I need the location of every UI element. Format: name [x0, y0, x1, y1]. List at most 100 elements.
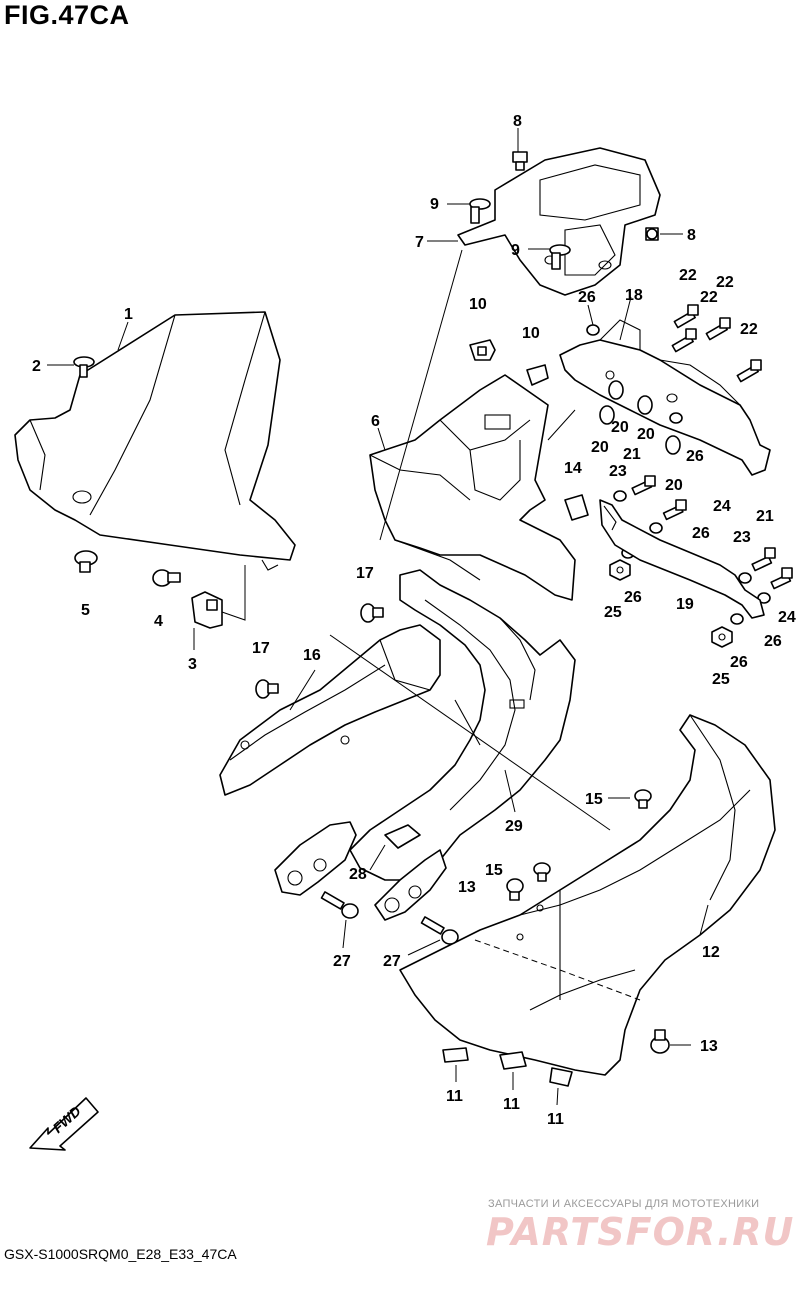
model-code: GSX-S1000SRQM0_E28_E33_47CA	[4, 1246, 237, 1262]
part-13-grommet-a	[650, 1029, 670, 1054]
part-labels: 1 2 3 4 5 6 7 8 8 9 9 10 10 11 11 11 12 …	[32, 113, 796, 1128]
part-23-washer-b	[738, 572, 752, 584]
part-27-bolt-b	[420, 916, 459, 945]
label-part-21-b: 21	[756, 508, 774, 525]
label-part-16: 16	[303, 647, 321, 664]
label-part-21-a: 21	[623, 446, 641, 463]
label-part-26-b: 26	[686, 448, 704, 465]
label-part-5: 5	[81, 602, 90, 619]
part-25-nut-a	[609, 559, 631, 581]
label-part-24-b: 24	[778, 609, 796, 626]
part-10-clip-a	[469, 339, 496, 361]
part-6-seat-frame	[369, 374, 576, 601]
label-part-19: 19	[676, 596, 694, 613]
label-part-22-c: 22	[700, 289, 718, 306]
part-13-grommet-b	[506, 878, 524, 901]
label-part-15-a: 15	[585, 791, 603, 808]
watermark-subtitle: ЗАПЧАСТИ И АКСЕССУАРЫ ДЛЯ МОТОТЕХНИКИ	[488, 1198, 760, 1210]
part-17-screw-a	[360, 603, 384, 623]
label-part-22-a: 22	[679, 267, 697, 284]
label-part-18: 18	[625, 287, 643, 304]
label-part-12: 12	[702, 944, 720, 961]
fwd-arrow-icon: FWD	[29, 1097, 99, 1151]
part-26-washer-b	[669, 412, 683, 424]
label-part-23-a: 23	[609, 463, 627, 480]
label-part-13-b: 13	[458, 879, 476, 896]
label-part-10-b: 10	[522, 325, 540, 342]
part-19-reflector-bracket	[599, 499, 765, 619]
part-12-undertray	[399, 714, 776, 1076]
label-part-11-a: 11	[446, 1088, 463, 1105]
label-part-29: 29	[505, 818, 523, 835]
part-24-bolt-b	[770, 567, 793, 590]
label-part-24-a: 24	[713, 498, 731, 515]
part-5-grommet	[74, 550, 98, 573]
label-part-6: 6	[371, 413, 380, 430]
part-24-bolt-a	[662, 499, 687, 521]
label-part-20-a: 20	[611, 419, 629, 436]
part-25-nut-b	[711, 626, 733, 648]
label-part-11-b: 11	[503, 1096, 520, 1113]
part-18-license-bracket	[559, 319, 771, 476]
part-11-pad-b	[499, 1051, 527, 1070]
label-part-27-a: 27	[333, 953, 351, 970]
part-9-screw-b	[549, 244, 571, 270]
part-10-clip-b	[526, 364, 549, 386]
label-part-7: 7	[415, 234, 424, 251]
label-part-26-e: 26	[730, 654, 748, 671]
label-part-11-c: 11	[547, 1111, 564, 1128]
part-29-subframe	[274, 569, 576, 921]
part-15-grommet-b	[533, 862, 551, 882]
label-part-25-b: 25	[712, 671, 730, 688]
label-part-20-c: 20	[591, 439, 609, 456]
label-part-23-b: 23	[733, 529, 751, 546]
part-20-spacer-d	[665, 435, 681, 455]
label-part-14: 14	[564, 460, 582, 477]
part-22-bolt-c	[705, 317, 731, 341]
watermark-logo: PARTSFOR.RU	[486, 1210, 795, 1254]
label-part-26-f: 26	[764, 633, 782, 650]
part-2-screw	[73, 356, 95, 378]
label-part-3: 3	[188, 656, 197, 673]
part-8-bolt-right	[645, 227, 659, 241]
label-part-22-b: 22	[716, 274, 734, 291]
part-7-upper-bracket	[457, 147, 661, 296]
label-part-26-c: 26	[692, 525, 710, 542]
part-23-washer-a	[613, 490, 627, 502]
part-15-grommet-a	[634, 789, 652, 809]
part-14-grommet	[564, 494, 589, 521]
label-part-8-top: 8	[513, 113, 522, 130]
leader-lines	[47, 128, 709, 1106]
label-part-20-d: 20	[665, 477, 683, 494]
part-4-grommet	[152, 569, 181, 587]
part-17-screw-b	[255, 679, 279, 699]
part-26-washer-c	[649, 522, 663, 534]
label-part-1: 1	[124, 306, 133, 323]
label-part-9-a: 9	[430, 196, 439, 213]
part-22-bolt-d	[736, 359, 762, 383]
part-9-screw-a	[469, 198, 491, 224]
part-16-side-rail	[219, 624, 441, 796]
part-21-bolt-b	[751, 547, 776, 572]
part-22-bolt-a	[673, 304, 699, 329]
part-26-washer-a	[586, 324, 600, 336]
part-3-bracket	[191, 565, 246, 629]
part-20-spacer-a	[608, 380, 624, 400]
part-11-pad-a	[442, 1047, 469, 1063]
label-part-17-a: 17	[356, 565, 374, 582]
label-part-10-a: 10	[469, 296, 487, 313]
label-part-20-b: 20	[637, 426, 655, 443]
label-part-2: 2	[32, 358, 41, 375]
label-part-17-b: 17	[252, 640, 270, 657]
label-part-25-a: 25	[604, 604, 622, 621]
label-part-26-a: 26	[578, 289, 596, 306]
part-1-rear-hugger	[14, 311, 296, 571]
label-part-27-b: 27	[383, 953, 401, 970]
label-part-26-d: 26	[624, 589, 642, 606]
label-part-28: 28	[349, 866, 367, 883]
part-21-bolt-a	[631, 475, 656, 496]
figure-title: FIG.47CA	[4, 0, 130, 30]
part-11-pad-c	[549, 1067, 573, 1087]
